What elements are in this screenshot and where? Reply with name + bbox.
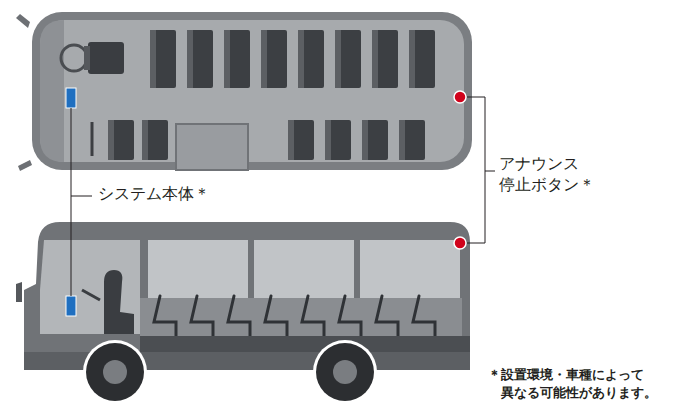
- footnote: ＊設置環境・車種によって 異なる可能性があります。: [488, 366, 668, 401]
- part-label: システム本体＊: [98, 184, 210, 205]
- bus-side-view: [16, 222, 470, 404]
- bus-top-view: [16, 12, 472, 171]
- leader-lines: [71, 97, 495, 296]
- part-label: アナウンス 停止ボタン＊: [499, 154, 614, 196]
